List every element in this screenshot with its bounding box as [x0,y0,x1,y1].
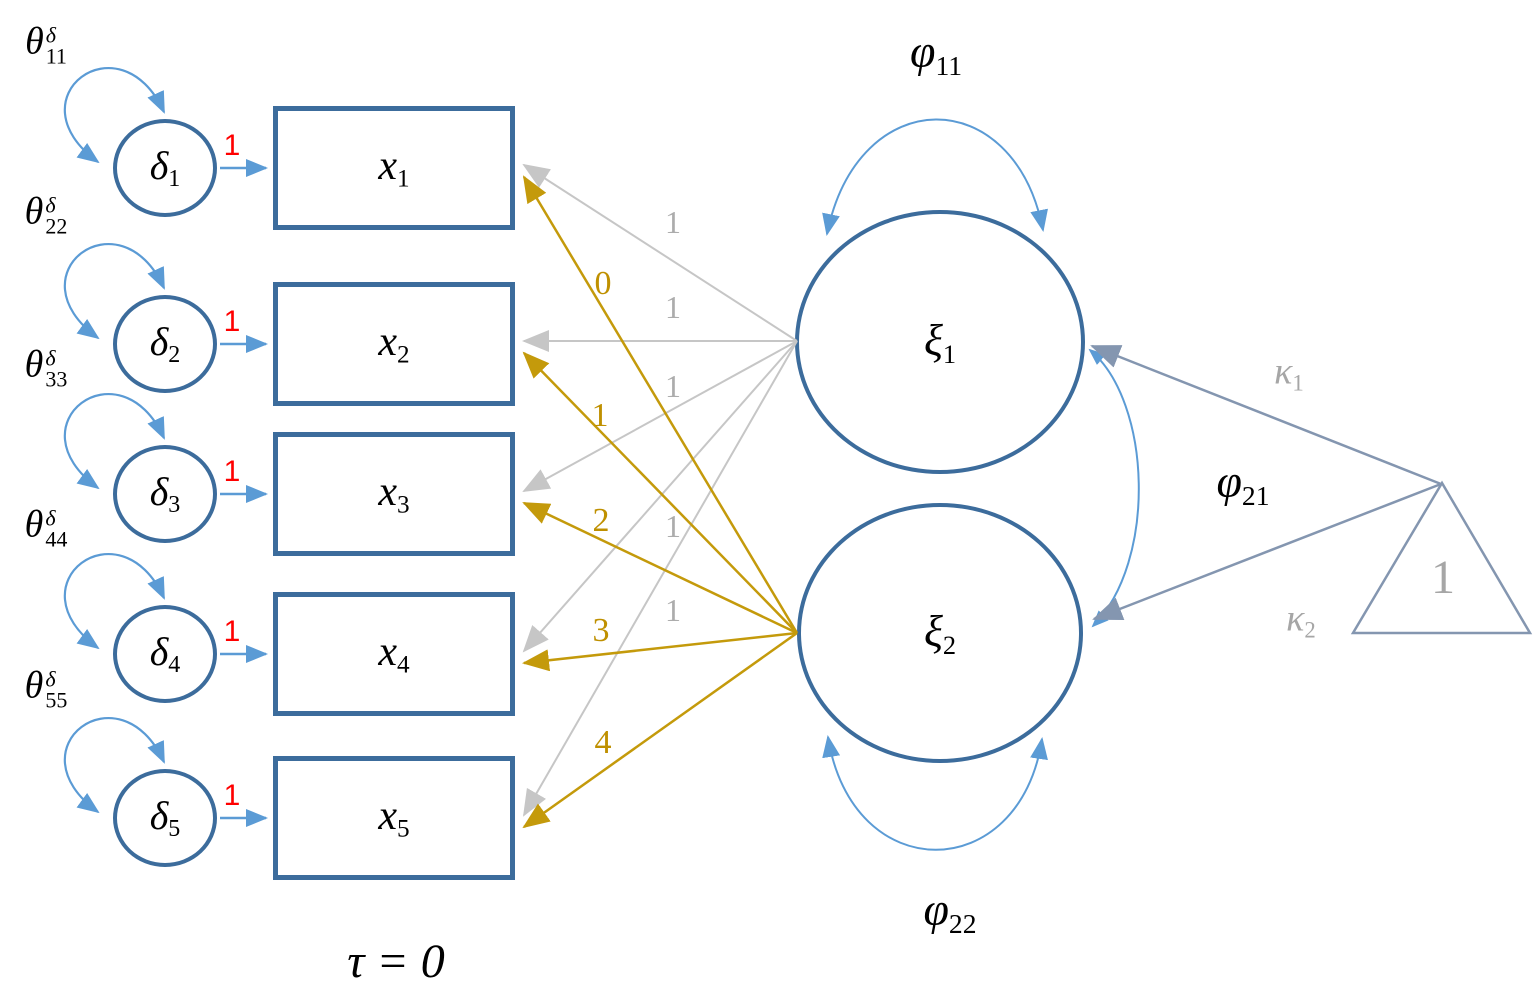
error-circle-delta4: δ4 [113,605,217,703]
loading-xi2-x3: 2 [592,502,610,539]
loop-theta11 [63,67,165,164]
loop-theta22 [63,243,165,340]
arrow-xi2-x4 [522,631,798,672]
coef-delta2: 1 [223,305,241,338]
latent-label-xi2: ξ2 [923,606,957,660]
latent-circle-xi2: ξ2 [797,503,1083,763]
loading-xi2-x5: 4 [594,724,612,761]
tau-equation-label: τ = 0 [347,935,445,988]
indicator-label-x1: x1 [378,143,410,193]
arrow-xi2-x5 [522,631,798,829]
indicator-label-x5: x5 [378,793,410,843]
delta-variance-loops [63,67,165,814]
loop-phi22 [822,735,1048,851]
loading-xi1-x4: 1 [665,508,681,544]
loading-xi2-x1: 0 [594,265,612,302]
constant-one-label: 1 [1431,551,1455,604]
indicator-box-x2: x2 [273,282,515,406]
loading-xi1-x3: 1 [665,368,681,404]
arrow-kappa2-mean [1092,482,1442,621]
loading-xi2-x2: 1 [591,397,609,434]
phi11-variance-label: φ11 [909,25,963,81]
loading-xi1-x2: 1 [665,289,681,325]
phi22-variance-label: φ22 [923,883,977,939]
delta-to-box-arrows [220,159,268,827]
phi21-covariance-label: φ21 [1216,455,1270,511]
indicator-box-x1: x1 [273,106,515,230]
latent-label-xi1: ξ1 [923,315,957,369]
arrow-xi2-x2 [522,351,798,634]
loop-theta33 [63,393,165,490]
loading-xi1-x5: 1 [665,592,681,628]
coef-delta1: 1 [223,129,241,162]
coef-delta3: 1 [223,455,241,488]
latent-circle-xi1: ξ1 [795,210,1085,474]
coef-delta4: 1 [223,615,241,648]
arrow-xi1-x3 [522,340,798,492]
loop-theta55 [63,717,165,814]
arrow-xi2-x1 [522,175,799,634]
coef-delta5: 1 [223,779,241,812]
arrow-xi1-x5 [523,340,798,817]
kappa1-mean-label: κ1 [1274,350,1304,396]
loop-phi11 [822,118,1048,236]
indicator-label-x4: x4 [378,629,410,679]
indicator-box-x4: x4 [273,592,515,716]
arrow-xi1-x4 [522,340,798,653]
loading-xi2-x4: 3 [592,612,610,649]
arc-phi21-covariance [1088,348,1140,628]
xi1-loading-arrows [522,163,798,817]
indicator-label-x3: x3 [378,469,410,519]
indicator-box-x3: x3 [273,432,515,556]
indicator-box-x5: x5 [273,756,515,880]
xi2-loading-arrows [522,175,799,829]
indicator-label-x2: x2 [378,319,410,369]
arrow-kappa1-mean [1090,344,1442,486]
loop-theta44 [63,553,165,650]
kappa2-mean-label: κ2 [1286,597,1316,643]
arrow-xi1-x1 [522,163,798,342]
loading-xi1-x1: 1 [665,204,681,240]
constant-triangle [1350,480,1533,635]
arrow-xi2-x3 [522,501,798,635]
